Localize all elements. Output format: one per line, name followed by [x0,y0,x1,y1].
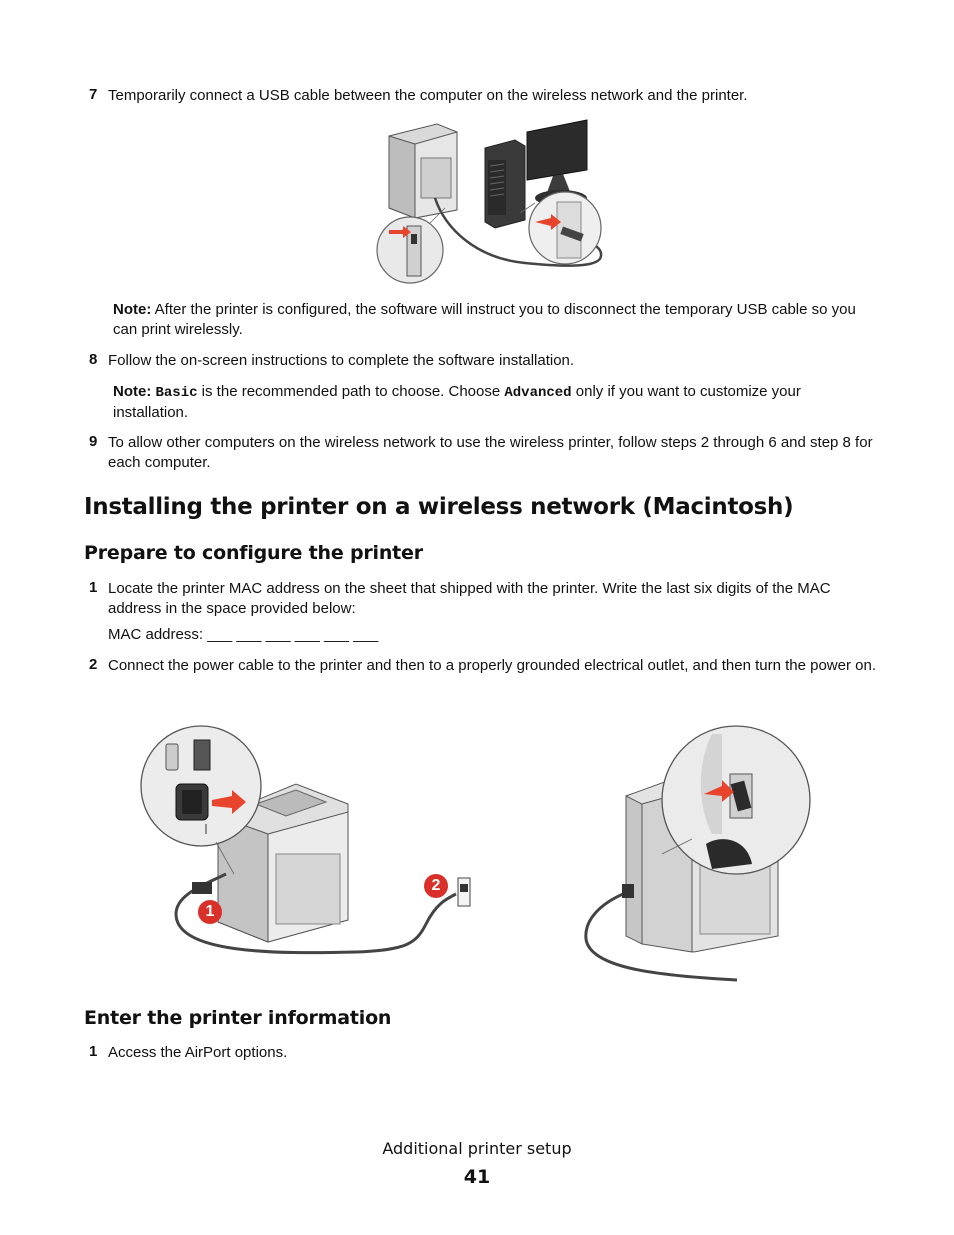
callout-1: 1 [205,903,215,920]
page-number: 41 [463,1166,491,1188]
callout-2: 2 [431,877,441,894]
note-label: Note: [113,383,152,400]
step-8-number: 8 [89,351,98,368]
step-7-number: 7 [89,86,98,103]
step-7-text: Temporarily connect a USB cable between … [108,87,748,104]
subheading-enter-info: Enter the printer information [84,1007,392,1029]
power-switch-illustration [582,724,814,986]
prep-step-2-number: 2 [89,656,98,673]
code-advanced: Advanced [504,385,572,401]
prep-step-1-number: 1 [89,579,98,596]
prep-step-2-text: Connect the power cable to the printer a… [108,657,876,674]
usb-connection-illustration [375,118,607,288]
power-cable-illustration: 1 2 [136,724,476,960]
note-text: only if you want to customize your insta… [113,383,801,421]
prep-step-1-text: Locate the printer MAC address on the sh… [108,580,831,617]
code-basic: Basic [155,385,198,401]
section-title: Installing the printer on a wireless net… [84,494,794,520]
note-label: Note: [113,301,152,318]
subheading-prepare: Prepare to configure the printer [84,542,423,564]
mac-address-line: MAC address: ___ ___ ___ ___ ___ ___ [108,626,379,643]
note-install-path: Note: Basic is the recommended path to c… [113,382,873,423]
note-text: is the recommended path to choose. Choos… [197,383,505,400]
enter-step-1-number: 1 [89,1043,98,1060]
step-9-text: To allow other computers on the wireless… [108,434,873,471]
step-8-text: Follow the on-screen instructions to com… [108,352,575,369]
footer-title: Additional printer setup [382,1139,572,1158]
step-9-number: 9 [89,433,98,450]
note-text: After the printer is configured, the sof… [113,301,856,338]
enter-step-1-text: Access the AirPort options. [108,1044,288,1061]
note-disconnect-usb: Note: After the printer is configured, t… [113,300,873,340]
